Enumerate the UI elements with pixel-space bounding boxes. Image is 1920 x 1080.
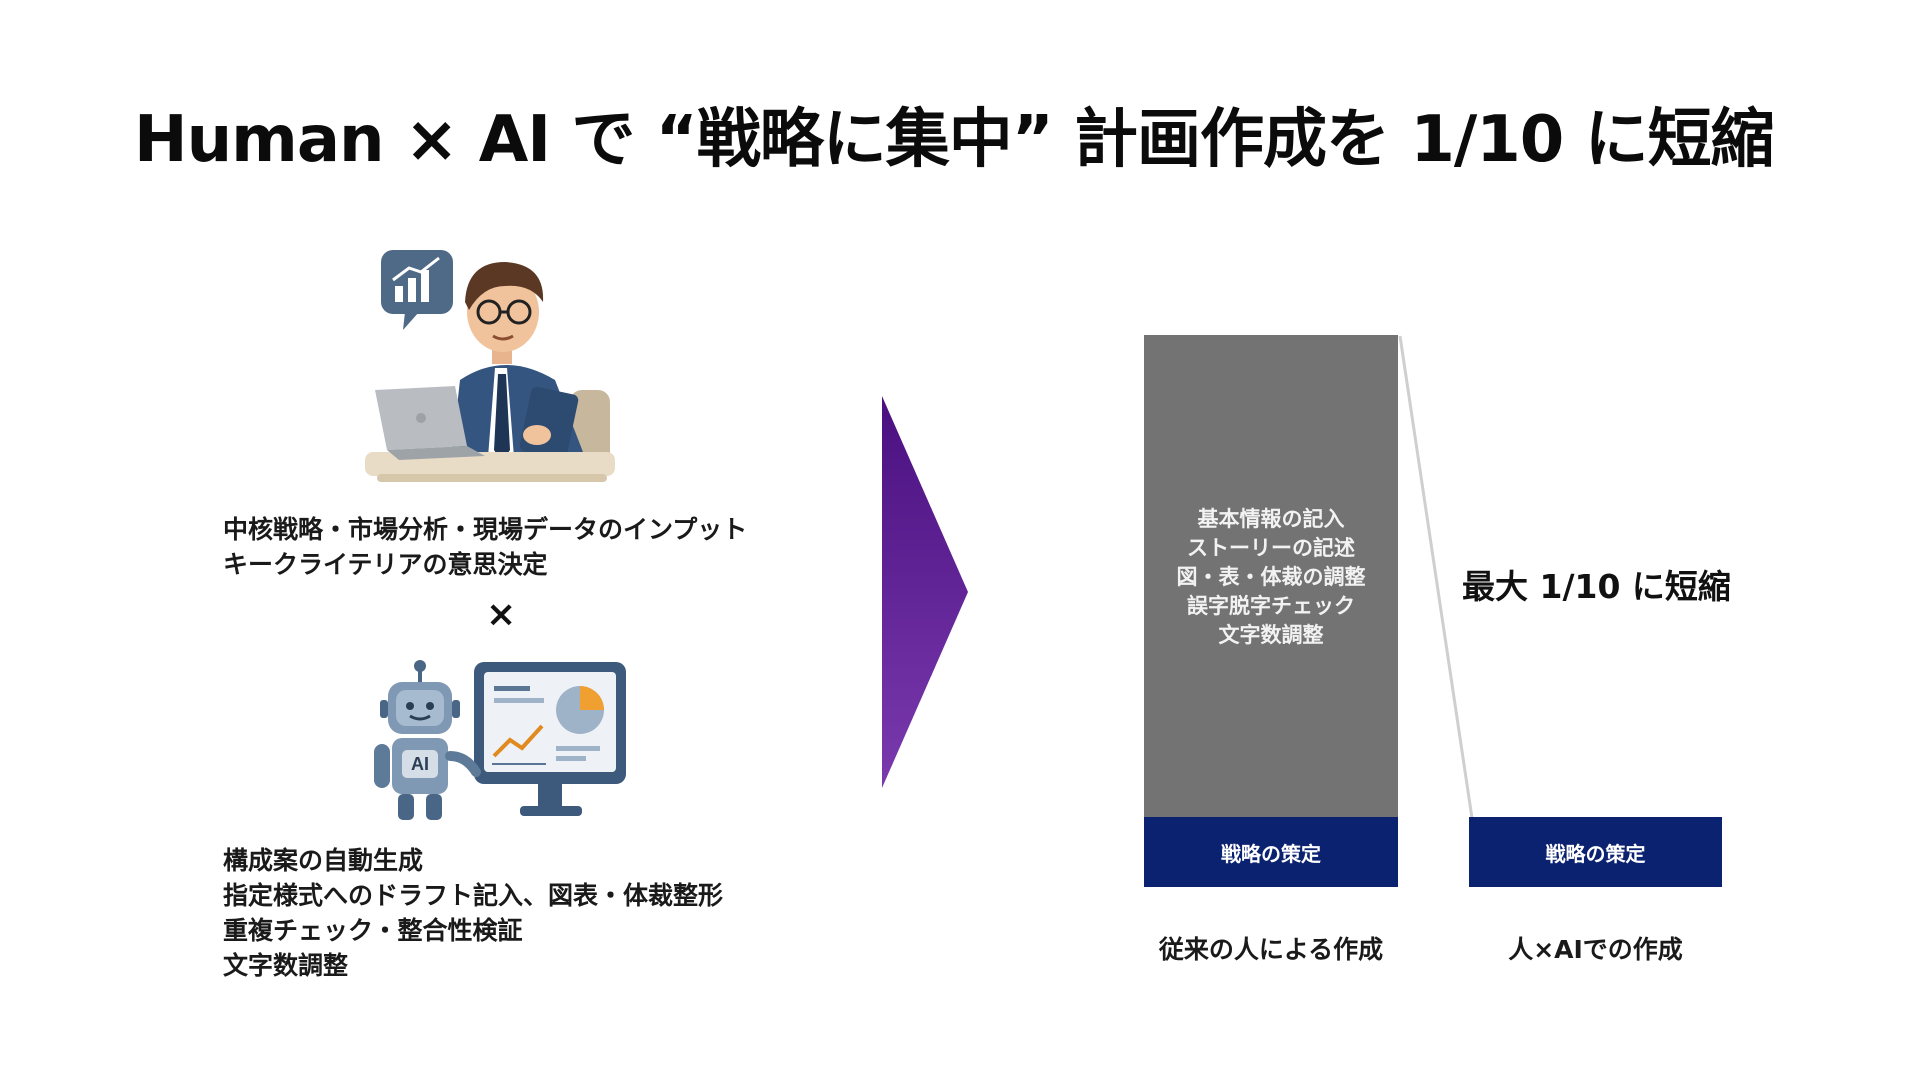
task-item: 文字数調整: [1218, 623, 1324, 647]
caption-ai: 人×AIでの作成: [1508, 935, 1683, 964]
caption-traditional: 従来の人による作成: [1158, 935, 1384, 964]
human-responsibilities: 中核戦略・市場分析・現場データのインプット キークライテリアの意思決定: [223, 512, 747, 582]
businessman-with-laptop-illustration: [365, 250, 615, 482]
task-item: 誤字脱字チェック: [1187, 594, 1355, 618]
strategy-block-traditional: 戦略の策定: [1144, 817, 1398, 887]
ai-line: 構成案の自動生成: [223, 846, 424, 875]
strategy-block-ai: 戦略の策定: [1469, 817, 1722, 887]
traditional-workload-bar: [1144, 335, 1398, 817]
chevron-right-icon: [882, 396, 968, 788]
task-item: 図・表・体裁の調整: [1176, 565, 1366, 589]
slide-title: Human × AI で “戦略に集中” 計画作成を 1/10 に短縮: [134, 103, 1775, 177]
ai-line: 指定様式へのドラフト記入、図表・体裁整形: [223, 881, 724, 910]
ai-line: 重複チェック・整合性検証: [223, 916, 523, 945]
ai-badge-label: AI: [411, 754, 429, 774]
task-item: ストーリーの記述: [1187, 536, 1355, 560]
human-line: 中核戦略・市場分析・現場データのインプット: [223, 515, 748, 544]
chart-bubble-icon: [381, 250, 453, 330]
reduction-connector-line: [1398, 335, 1474, 819]
task-item: 基本情報の記入: [1197, 507, 1345, 531]
times-symbol: ×: [486, 594, 517, 635]
ai-robot-with-monitor-illustration: AI: [374, 660, 626, 820]
ai-line: 文字数調整: [223, 951, 349, 980]
traditional-task-list: 基本情報の記入 ストーリーの記述 図・表・体裁の調整 誤字脱字チェック 文字数調…: [1144, 505, 1398, 650]
human-line: キークライテリアの意思決定: [223, 550, 548, 579]
reduction-label: 最大 1/10 に短縮: [1462, 567, 1731, 606]
ai-responsibilities: 構成案の自動生成 指定様式へのドラフト記入、図表・体裁整形 重複チェック・整合性…: [223, 843, 723, 983]
